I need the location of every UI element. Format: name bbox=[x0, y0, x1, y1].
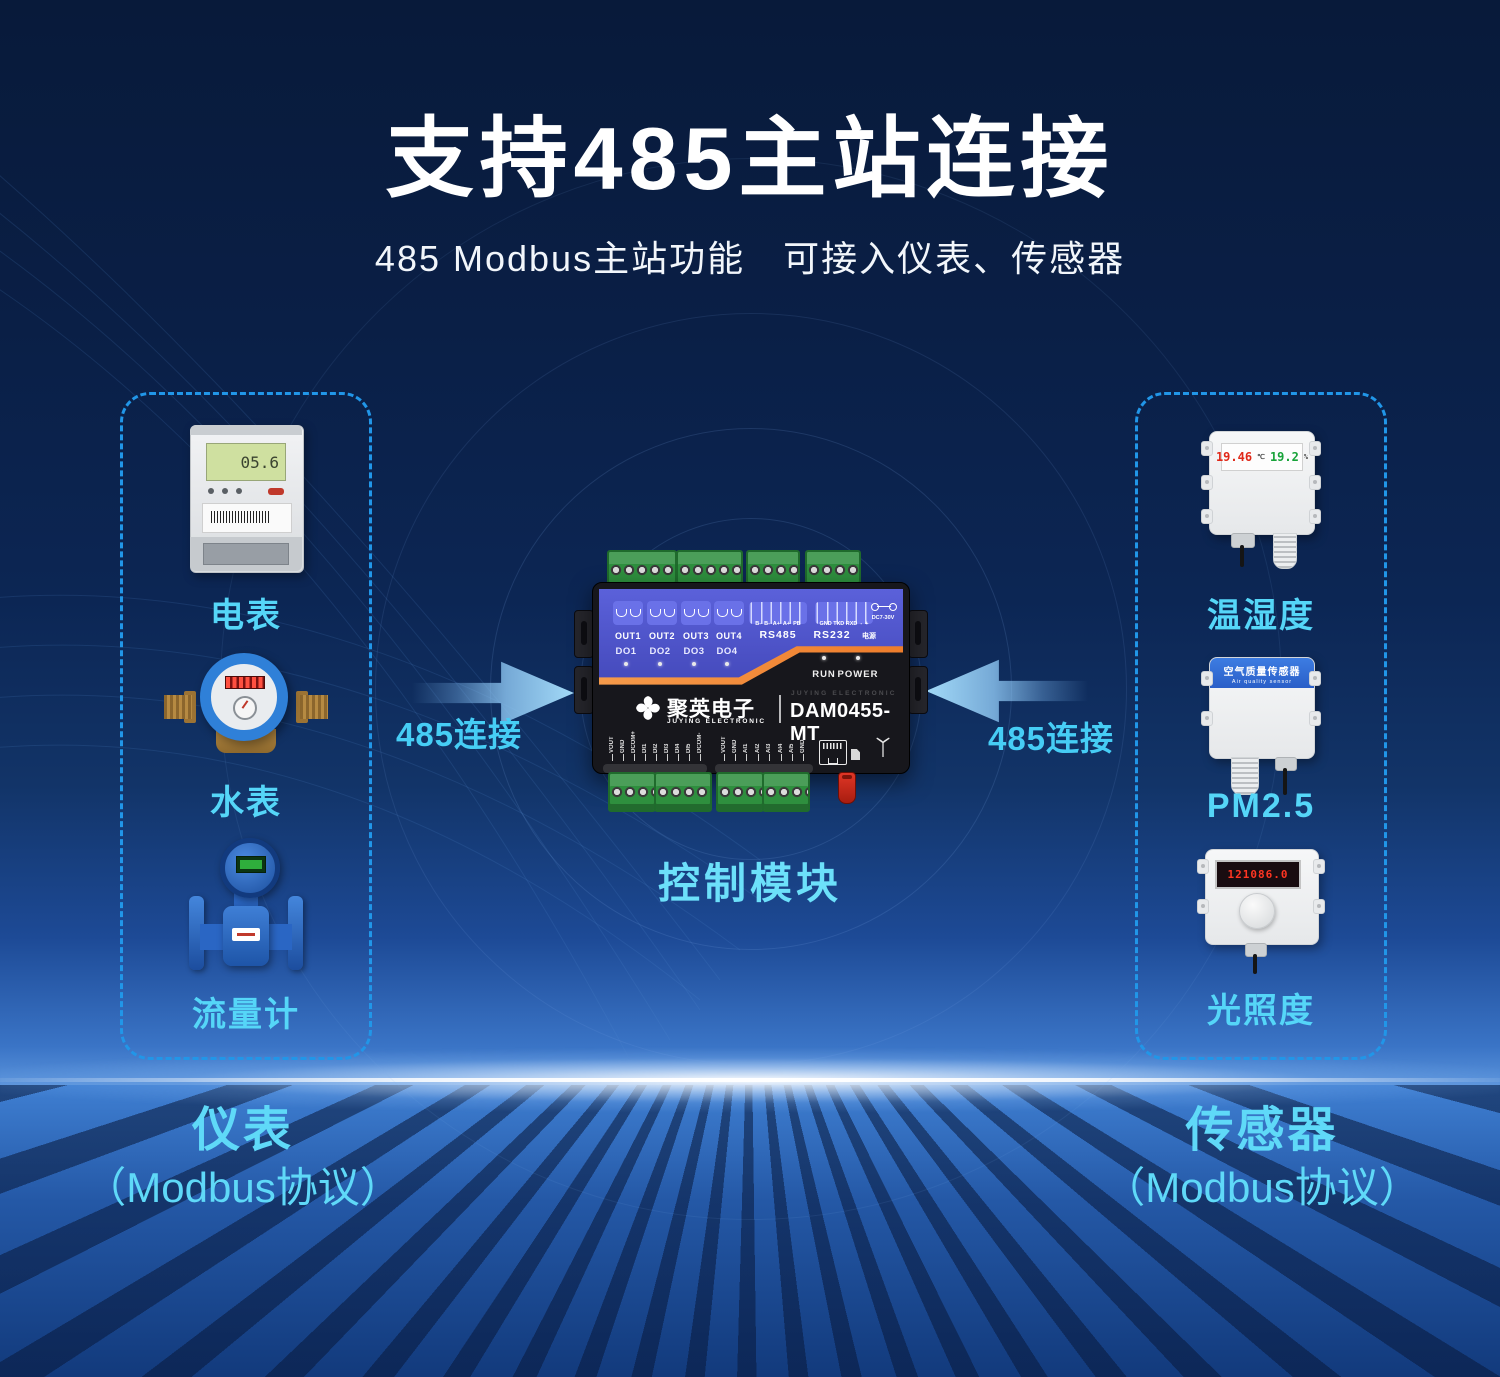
brand-divider bbox=[779, 695, 781, 723]
out-label: OUT2 bbox=[648, 631, 675, 641]
terminal-block-bottom bbox=[716, 772, 764, 812]
meter-label-water: 水表 bbox=[210, 784, 282, 822]
rs485-header-icon bbox=[749, 602, 807, 624]
antenna-icon bbox=[876, 737, 890, 757]
meter-label-electric: 电表 bbox=[210, 597, 282, 635]
do-led bbox=[658, 662, 662, 666]
water-meter-register bbox=[225, 676, 265, 689]
do-led bbox=[692, 662, 696, 666]
sensor-label-pm25: PM2.5 bbox=[1206, 787, 1316, 825]
terminal-block-bottom bbox=[608, 772, 656, 812]
out-label: OUT1 bbox=[614, 631, 641, 641]
antenna-connector bbox=[838, 772, 856, 804]
relay-icon bbox=[647, 601, 677, 625]
do-led bbox=[725, 662, 729, 666]
light-sensor-icon: 121086.0 bbox=[1197, 847, 1325, 977]
rs232-pin-names: GND TXD RXD - + bbox=[819, 621, 869, 627]
brand-ghost-text: JUYING ELECTRONIC bbox=[791, 690, 897, 697]
device-body: OUT1 OUT2 OUT3 OUT4 B- B- A+ A+ PB RS485… bbox=[592, 582, 910, 774]
electric-meter-barcode bbox=[202, 503, 292, 533]
sensors-group-title: 传感器 bbox=[1185, 1104, 1339, 1157]
ethernet-port-icon bbox=[819, 740, 847, 765]
out-label: OUT3 bbox=[682, 631, 709, 641]
di-pin-labels: VOUT GND DCOM+ DI1 DI2 DI3 DI4 DI5 DCOM- bbox=[607, 729, 705, 761]
relay-icon bbox=[681, 601, 711, 625]
relay-icon bbox=[613, 601, 643, 625]
air-quality-sensor-icon: 空气质量传感器 Air quality sensor bbox=[1201, 655, 1321, 795]
do-led bbox=[624, 662, 628, 666]
relay-icon bbox=[714, 601, 744, 625]
brand-logo-icon bbox=[636, 696, 660, 720]
module-caption: 控制模块 bbox=[657, 860, 842, 907]
meters-group-subtitle: （Modbus协议） bbox=[84, 1164, 402, 1211]
sensor-label-temp-humidity: 温湿度 bbox=[1207, 597, 1315, 635]
power-led-label: POWER bbox=[837, 669, 879, 680]
electric-meter-lcd: 05.6 bbox=[206, 443, 286, 481]
electric-meter-icon: 05.6 bbox=[190, 425, 304, 573]
left-arrow-label: 485连接 bbox=[395, 716, 523, 753]
page-title: 支持485主站连接 bbox=[385, 109, 1115, 208]
water-meter-icon bbox=[164, 647, 328, 759]
brand-name-en: JUYING ELECTRONIC bbox=[667, 718, 766, 725]
sensors-group-subtitle: （Modbus协议） bbox=[1103, 1164, 1421, 1211]
sensor-label-light: 光照度 bbox=[1207, 992, 1315, 1030]
meters-panel: 05.6 电表 水表 流量计 bbox=[120, 392, 372, 1060]
air-quality-sensor-header: 空气质量传感器 Air quality sensor bbox=[1210, 658, 1314, 688]
terminal-block-bottom bbox=[762, 772, 810, 812]
dc-range-label: DC7-30V bbox=[871, 615, 895, 621]
rs232-label: RS232 bbox=[813, 629, 851, 641]
page-subtitle: 485 Modbus主站功能 可接入仪表、传感器 bbox=[374, 238, 1126, 279]
rs485-label: RS485 bbox=[759, 629, 797, 641]
temp-humidity-sensor-icon: 19.46℃ 19.2% bbox=[1199, 427, 1323, 569]
meter-label-flow: 流量计 bbox=[192, 996, 300, 1034]
out-label: OUT4 bbox=[715, 631, 742, 641]
run-led bbox=[822, 656, 826, 660]
rs232-header-icon bbox=[815, 602, 873, 624]
run-label: RUN bbox=[812, 669, 836, 680]
light-sensor-dome bbox=[1239, 893, 1275, 929]
meters-group-title: 仪表 bbox=[191, 1104, 294, 1157]
temp-humidity-display: 19.46℃ 19.2% bbox=[1216, 443, 1308, 471]
brand-name: 聚英电子 bbox=[667, 698, 755, 721]
rs485-pin-names: B- B- A+ A+ PB bbox=[755, 621, 801, 627]
sensors-panel: 19.46℃ 19.2% 温湿度 空气质量传感器 Air quality sen… bbox=[1135, 392, 1387, 1060]
do-label: DO3 bbox=[683, 646, 705, 657]
flow-meter-display bbox=[236, 856, 266, 873]
right-arrow-label: 485连接 bbox=[987, 720, 1115, 757]
mounting-ear bbox=[574, 610, 594, 658]
terminal-block-bottom bbox=[654, 772, 712, 812]
do-label: DO1 bbox=[615, 646, 637, 657]
ai-pin-labels: VOUT GND AI1 AI2 AI3 AI4 AI5 GND bbox=[719, 729, 809, 761]
mounting-ear bbox=[908, 610, 928, 658]
power-polarity-icon bbox=[871, 602, 897, 611]
power-led bbox=[856, 656, 860, 660]
do-label: DO4 bbox=[716, 646, 738, 657]
power-label: 电源 bbox=[862, 633, 876, 640]
mounting-ear bbox=[908, 666, 928, 714]
mounting-ear bbox=[574, 666, 594, 714]
do-label: DO2 bbox=[649, 646, 671, 657]
flow-meter-icon bbox=[184, 838, 308, 974]
light-sensor-display: 121086.0 bbox=[1215, 860, 1301, 889]
sim-icon bbox=[851, 749, 860, 760]
